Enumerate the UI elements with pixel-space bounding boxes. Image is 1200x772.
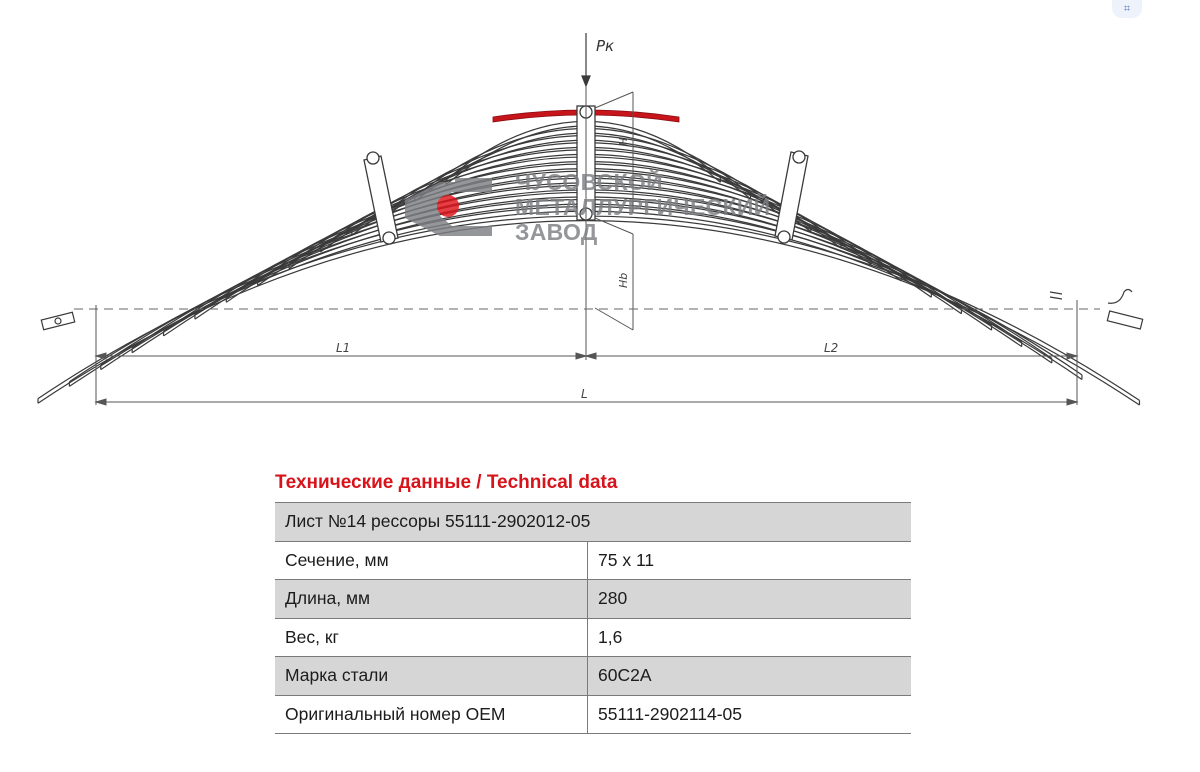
row-label: Длина, мм [275,579,588,619]
row-label: Оригинальный номер OEM [275,695,588,734]
table-header: Лист №14 рессоры 55111-2902012-05 [275,502,911,542]
table-row: Длина, мм 280 [275,579,911,619]
leaf-edge [37,220,1140,406]
load-label: Pк [596,37,614,55]
right-clamp [774,150,809,244]
height-dimensions [585,86,634,360]
logo-line: ЧУСОВСКОЙ [515,169,663,195]
logo-line: МЕТАЛЛУРГИЧЕСКИЙ [515,194,771,220]
row-value: 60С2А [587,656,911,696]
table-header-row: Лист №14 рессоры 55111-2902012-05 [275,502,911,542]
factory-logo-icon [405,178,492,236]
technical-data-table: Лист №14 рессоры 55111-2902012-05 Сечени… [275,502,911,734]
row-value: 75 x 11 [587,541,911,580]
table-row: Сечение, мм 75 x 11 [275,541,911,580]
dim-label-total: L [581,387,588,401]
load-arrow [581,33,591,88]
dim-label-l1: L1 [336,341,350,355]
left-clamp [363,151,399,245]
table-row: Вес, кг 1,6 [275,618,911,657]
row-value: 280 [587,579,911,619]
height-label-top: H [617,138,630,146]
row-label: Марка стали [275,656,588,696]
right-spring-eye [1049,288,1144,330]
row-value: 1,6 [587,618,911,657]
row-label: Сечение, мм [275,541,588,580]
qr-scan-icon[interactable]: ⌗ [1112,0,1142,18]
height-label-bottom: Hb [617,273,630,288]
factory-logo-text: ЧУСОВСКОЙ МЕТАЛЛУРГИЧЕСКИЙ ЗАВОД [515,170,771,245]
leaf-spring-drawing: Pк H Hb L1 L2 L [37,33,1144,406]
logo-line: ЗАВОД [515,219,598,245]
technical-data-title: Технические данные / Technical data [275,472,618,493]
left-spring-eye [40,311,76,331]
dim-label-l2: L2 [824,341,838,355]
row-value: 55111-2902114-05 [587,695,911,734]
table-row: Оригинальный номер OEM 55111-2902114-05 [275,695,911,734]
row-label: Вес, кг [275,618,588,657]
length-dimensions [94,300,1079,406]
table-row: Марка стали 60С2А [275,656,911,696]
